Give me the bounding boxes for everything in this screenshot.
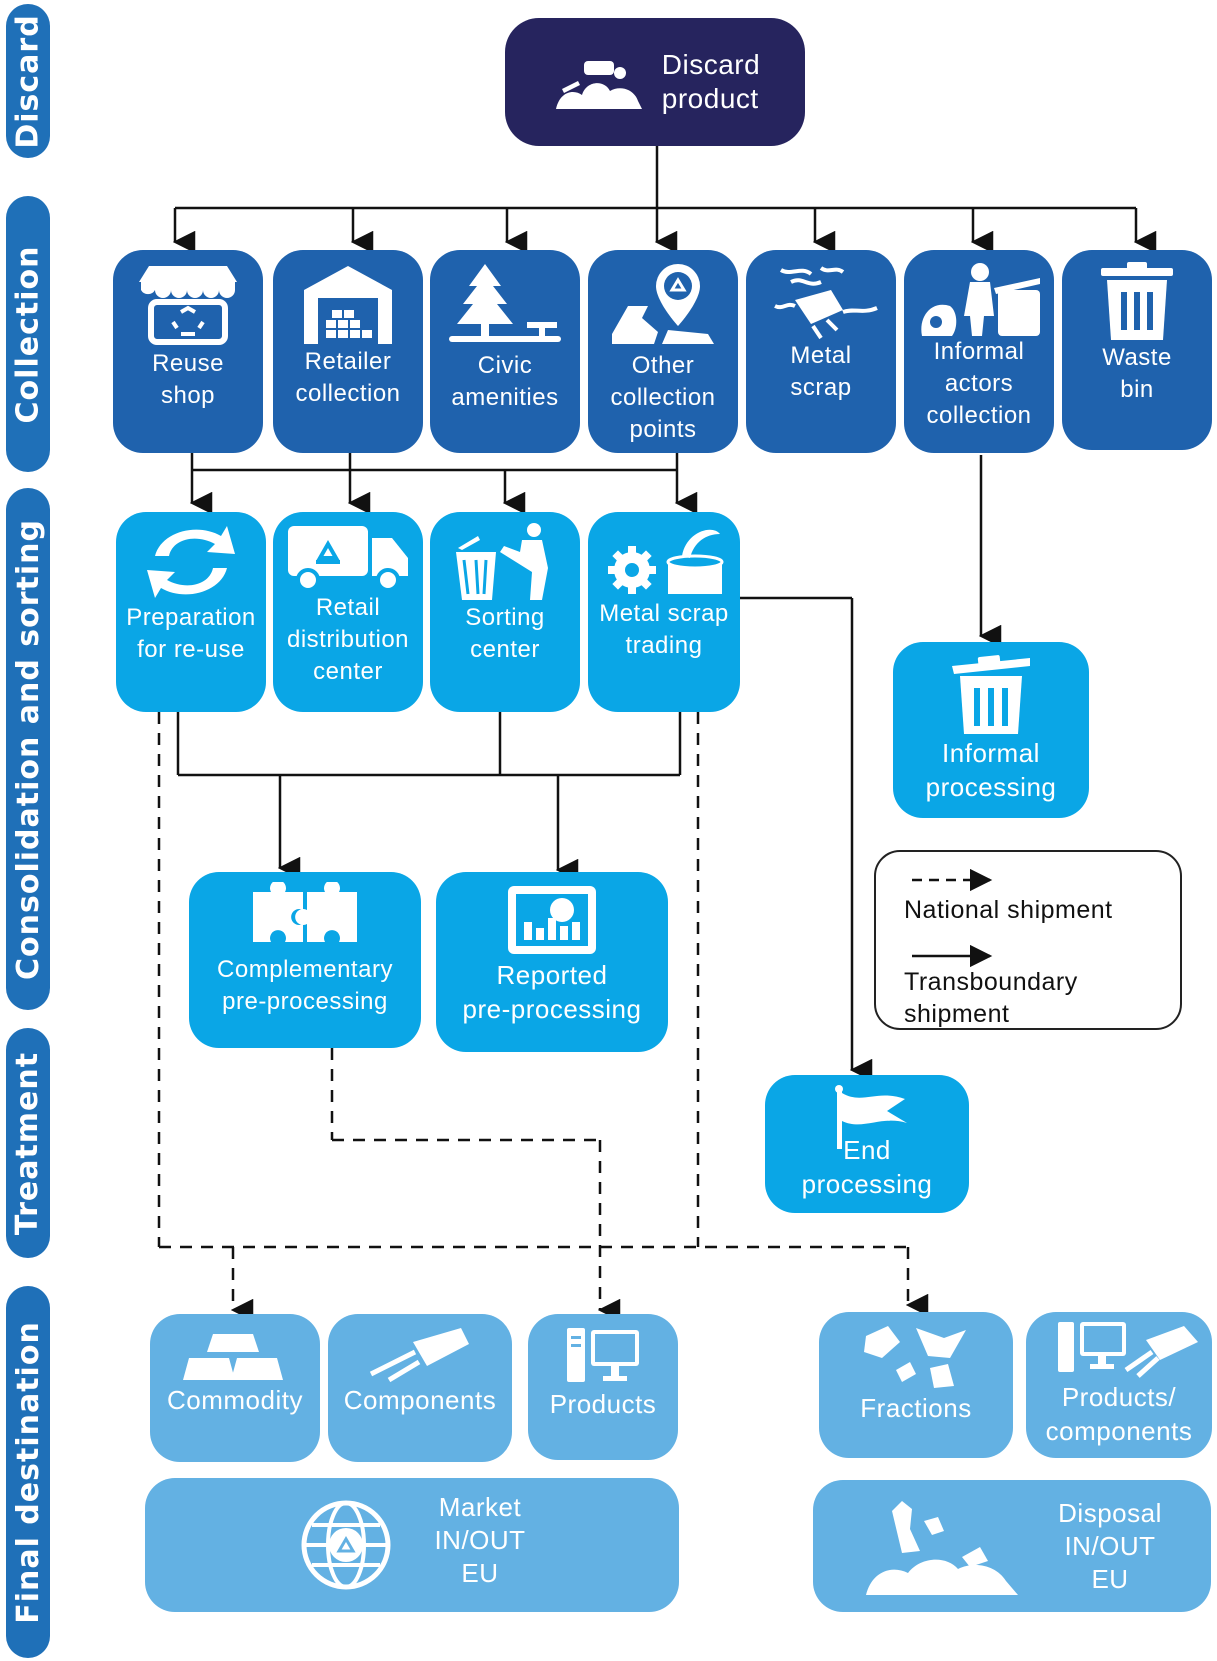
market-label: Market IN/OUT EU — [434, 1491, 526, 1588]
complementary-pre-processing-box: Complementary pre-processing — [189, 872, 421, 1048]
gear-can-icon — [608, 529, 724, 594]
end-processing-box: End processing — [765, 1075, 969, 1213]
lane-discard-label: Discard — [10, 13, 46, 149]
lane-consolidation-label: Consolidation and sorting — [10, 518, 46, 980]
lane-treatment: Treatment — [6, 1028, 50, 1258]
computer-icon — [567, 1328, 639, 1382]
retail-distribution-center-box: Retail distribution center — [273, 512, 423, 712]
globe-recycle-icon — [301, 1500, 391, 1590]
flag-icon — [835, 1085, 907, 1149]
products-label: Products — [549, 1389, 657, 1419]
reuse-shop-box: Reuse shop — [113, 250, 263, 453]
legend-national-label: National shipment — [904, 896, 1113, 924]
trash-bin-icon — [1101, 262, 1173, 340]
legend-transboundary-label: Transboundary shipment — [904, 968, 1078, 1028]
fractions-box: Fractions — [819, 1312, 1013, 1458]
commodity-label: Commodity — [167, 1385, 303, 1415]
legend: National shipment Transboundary shipment — [874, 850, 1182, 1030]
computer-plug-icon — [1058, 1322, 1198, 1378]
retailer-collection-label: Retailer collection — [295, 348, 401, 407]
components-label: Components — [343, 1385, 497, 1415]
waste-bin-box: Waste bin — [1062, 250, 1212, 450]
sorting-center-label: Sorting center — [465, 604, 545, 663]
landfill-icon — [866, 1501, 1019, 1595]
person-sorting-icon — [456, 523, 548, 600]
waste-bin-label: Waste bin — [1102, 344, 1172, 403]
warehouse-icon — [304, 266, 392, 344]
end-processing-label: End processing — [801, 1135, 933, 1199]
lane-final-label: Final destination — [10, 1320, 46, 1624]
lane-collection: Collection — [6, 196, 50, 472]
sorting-center-box: Sorting center — [430, 512, 580, 712]
shop-recycle-icon — [139, 266, 237, 345]
reported-pre-processing-label: Reported pre-processing — [462, 960, 642, 1024]
products-components-box: Products/ components — [1026, 1312, 1212, 1458]
discard-product-box: Discard product — [505, 18, 805, 146]
products-components-label: Products/ components — [1045, 1382, 1193, 1446]
informal-actors-collection-box: Informal actors collection — [904, 250, 1054, 453]
lane-collection-label: Collection — [10, 245, 46, 423]
trash-bin-icon — [952, 655, 1030, 734]
market-box: Market IN/OUT EU — [145, 1478, 679, 1612]
metal-scrap-trading-box: Metal scrap trading — [588, 512, 740, 712]
metal-scrap-label: Metal scrap — [790, 342, 852, 401]
discard-product-label: Discard product — [661, 49, 761, 114]
metal-scrap-box: Metal scrap — [746, 250, 896, 453]
lane-final-destination: Final destination — [6, 1286, 50, 1658]
informal-processing-box: Informal processing — [893, 642, 1089, 818]
gold-bars-icon — [183, 1334, 283, 1380]
lane-consolidation: Consolidation and sorting — [6, 488, 50, 1010]
disposal-box: Disposal IN/OUT EU — [813, 1480, 1211, 1612]
reported-pre-processing-box: Reported pre-processing — [436, 872, 668, 1052]
preparation-for-reuse-box: Preparation for re-use — [116, 512, 266, 712]
lane-discard: Discard — [6, 4, 50, 158]
civic-amenities-box: Civic amenities — [430, 250, 580, 453]
reuse-shop-label: Reuse shop — [152, 350, 224, 409]
components-box: Components — [328, 1314, 512, 1462]
disposal-label: Disposal IN/OUT EU — [1058, 1497, 1162, 1594]
products-box: Products — [528, 1314, 678, 1460]
informal-actors-collection-label: Informal actors collection — [926, 338, 1032, 429]
civic-amenities-label: Civic amenities — [451, 352, 559, 411]
preparation-for-reuse-label: Preparation for re-use — [126, 604, 256, 663]
puzzle-icon — [253, 882, 357, 942]
report-chart-icon — [508, 886, 596, 954]
retailer-collection-box: Retailer collection — [273, 250, 423, 453]
fragments-icon — [864, 1326, 966, 1388]
component-plug-icon — [369, 1328, 469, 1383]
other-collection-points-box: Other collection points — [588, 250, 738, 453]
commodity-box: Commodity — [150, 1314, 320, 1462]
lane-treatment-label: Treatment — [10, 1051, 46, 1235]
swap-arrows-icon — [147, 526, 235, 598]
fractions-label: Fractions — [860, 1393, 972, 1423]
collector-dumpster-icon — [921, 263, 1040, 336]
tree-bench-icon — [449, 264, 561, 342]
complementary-pre-processing-label: Complementary pre-processing — [217, 956, 393, 1015]
legend-lines — [912, 868, 993, 968]
recycle-truck-icon — [288, 526, 408, 592]
waste-pile-icon — [555, 61, 642, 109]
retail-distribution-center-label: Retail distribution center — [286, 594, 410, 685]
informal-processing-label: Informal processing — [925, 738, 1057, 802]
scrap-metal-icon — [774, 266, 878, 340]
other-collection-points-label: Other collection points — [610, 352, 716, 443]
metal-scrap-trading-label: Metal scrap trading — [599, 600, 729, 659]
map-pin-recycle-icon — [612, 264, 714, 344]
